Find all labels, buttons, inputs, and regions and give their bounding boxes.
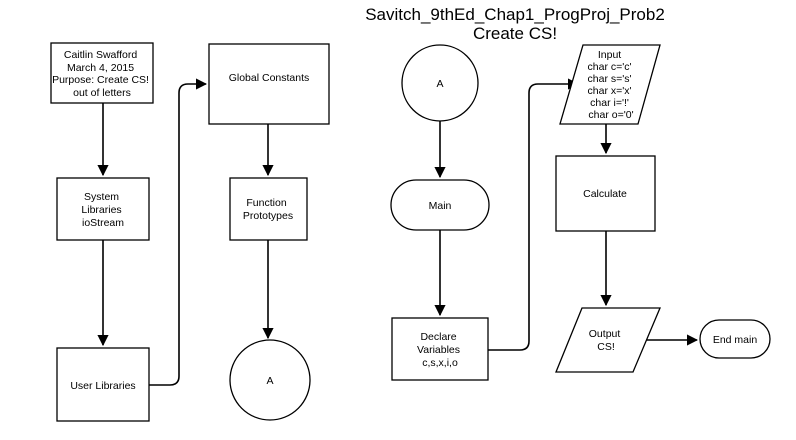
node-end-main-text: End main — [713, 334, 758, 346]
node-global-constants: Global Constants — [208, 43, 330, 125]
node-system-libraries: System Libraries ioStream — [56, 177, 150, 241]
edge-user-libraries-to-global-constants — [149, 78, 208, 386]
node-main: Main — [390, 179, 490, 231]
node-user-libraries: User Libraries — [56, 347, 150, 422]
node-connector-out-text: A — [266, 375, 273, 387]
node-header: Caitlin Swafford March 4, 2015 Purpose: … — [50, 42, 154, 104]
title-line-2: Create CS! — [473, 24, 557, 43]
title-line-1: Savitch_9thEd_Chap1_ProgProj_Prob2 — [365, 5, 665, 24]
node-connector-in-text: A — [436, 78, 443, 90]
node-system-libraries-text: System Libraries ioStream — [81, 191, 124, 229]
node-output-text: Output CS! — [589, 328, 623, 353]
node-declare-variables: Declare Variables c,s,x,i,o — [391, 317, 489, 381]
node-end-main: End main — [699, 319, 771, 359]
node-user-libraries-text: User Libraries — [70, 380, 135, 392]
edges — [97, 78, 699, 386]
node-calculate: Calculate — [555, 155, 656, 232]
edge-declare-to-input — [488, 78, 580, 351]
node-calculate-text: Calculate — [583, 188, 627, 200]
node-declare-variables-text: Declare Variables c,s,x,i,o — [417, 331, 463, 369]
node-connector-in: A — [401, 44, 479, 122]
node-main-text: Main — [429, 200, 452, 212]
node-output: Output CS! — [555, 307, 661, 373]
node-global-constants-text: Global Constants — [229, 72, 310, 84]
node-header-text: Caitlin Swafford March 4, 2015 Purpose: … — [52, 49, 152, 99]
node-function-prototypes-text: Function Prototypes — [243, 197, 293, 222]
node-connector-out: A — [229, 339, 311, 421]
node-input: Input char c='c' char s='s' char x='x' c… — [559, 44, 661, 125]
node-function-prototypes: Function Prototypes — [229, 177, 308, 241]
node-input-text: Input char c='c' char s='s' char x='x' c… — [588, 49, 635, 121]
